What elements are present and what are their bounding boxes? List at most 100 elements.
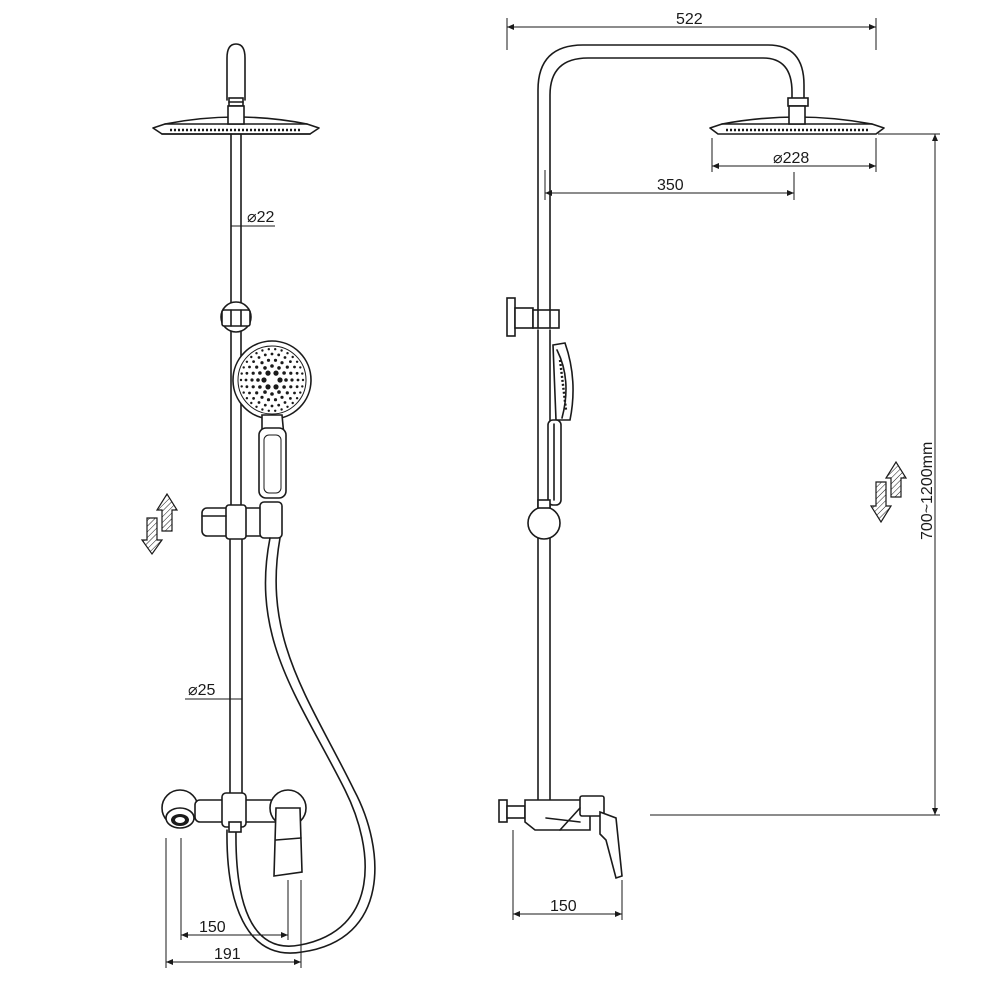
nozzle-dot bbox=[283, 401, 287, 404]
nozzle-dot bbox=[252, 397, 256, 400]
nozzle-dot bbox=[248, 391, 251, 395]
nozzle-dot bbox=[266, 358, 271, 362]
nozzle-dot bbox=[295, 397, 299, 400]
side-view: 522 ⌀228 350 bbox=[498, 11, 940, 920]
nozzle-dot bbox=[289, 360, 292, 363]
nozzle-dot bbox=[257, 356, 261, 359]
hand-shower-front bbox=[232, 340, 312, 499]
nozzle-dot bbox=[266, 398, 271, 402]
rain-head-side bbox=[709, 105, 885, 135]
nozzle-dot bbox=[301, 385, 304, 388]
nozzle-dot bbox=[244, 378, 248, 382]
nozzle-dot bbox=[280, 395, 284, 399]
nozzle-dot bbox=[273, 358, 278, 362]
mixer-side bbox=[498, 795, 623, 880]
nozzle-dot bbox=[242, 366, 245, 369]
nozzle-dot bbox=[270, 364, 274, 368]
nozzle-dot bbox=[245, 371, 249, 375]
dim-head-diameter: ⌀228 bbox=[711, 138, 877, 172]
head-diameter-label: ⌀228 bbox=[773, 150, 809, 167]
rail-front bbox=[229, 133, 243, 801]
nozzle-dot bbox=[255, 405, 258, 408]
nozzle-dot bbox=[255, 352, 258, 355]
nozzle-dot bbox=[274, 409, 277, 412]
nozzle-dot bbox=[270, 404, 274, 408]
nozzle-dot bbox=[277, 366, 281, 370]
rain-head-front bbox=[152, 105, 320, 135]
nozzle-dot bbox=[250, 355, 253, 359]
nozzle-dot bbox=[289, 385, 293, 389]
nozzle-dot bbox=[295, 385, 299, 389]
nozzle-dot bbox=[261, 377, 267, 383]
dim-rail-bottom: ⌀25 bbox=[185, 682, 242, 700]
nozzle-dot bbox=[293, 391, 296, 395]
nozzle-dot bbox=[273, 370, 279, 376]
nozzle-dot bbox=[286, 352, 289, 355]
nozzle-dot bbox=[263, 403, 267, 407]
nozzle-dot bbox=[296, 378, 300, 382]
nozzle-dot bbox=[239, 378, 243, 382]
nozzle-dot bbox=[258, 385, 262, 389]
nozzle-dot bbox=[240, 385, 243, 388]
nozzle-dot bbox=[242, 391, 245, 394]
nozzle-dot bbox=[285, 365, 289, 369]
nozzle-dot bbox=[260, 395, 264, 399]
nozzle-dot bbox=[251, 385, 255, 389]
hand-shower-side bbox=[547, 342, 574, 506]
nozzle-dot bbox=[277, 390, 281, 394]
height-range-label: 700~1200mm bbox=[919, 442, 936, 540]
nozzle-dot bbox=[261, 408, 264, 411]
nozzle-dot bbox=[250, 378, 254, 382]
nozzle-dot bbox=[299, 391, 302, 394]
nozzle-dot bbox=[256, 378, 260, 382]
nozzle-dot bbox=[250, 401, 253, 405]
nozzle-dot bbox=[273, 398, 278, 402]
overall-width-label: 522 bbox=[676, 11, 703, 28]
adjust-arrows-icon bbox=[140, 492, 179, 556]
nozzle-dot bbox=[277, 377, 283, 383]
adjust-arrows-icon bbox=[869, 460, 908, 524]
slider-side bbox=[527, 499, 561, 540]
nozzle-dot bbox=[286, 405, 289, 408]
rail-bottom-diameter-label: ⌀25 bbox=[188, 682, 216, 699]
nozzle-dot bbox=[245, 397, 249, 400]
mixer-front bbox=[161, 789, 307, 877]
nozzle-dot bbox=[257, 401, 261, 404]
nozzle-dot bbox=[263, 353, 267, 357]
nozzle-dot bbox=[301, 372, 304, 375]
dim-side-depth: 150 bbox=[512, 830, 623, 920]
nozzle-dot bbox=[277, 353, 281, 357]
wall-bracket-side bbox=[506, 297, 560, 337]
nozzle-dot bbox=[261, 349, 264, 352]
nozzle-dot bbox=[260, 361, 264, 365]
nozzle-dot bbox=[282, 385, 286, 389]
nozzle-dot bbox=[251, 371, 255, 375]
nozzle-dot bbox=[267, 348, 270, 351]
rail-bracket-front bbox=[220, 301, 252, 333]
nozzle-dot bbox=[263, 366, 267, 370]
shower-arm-stub bbox=[226, 43, 246, 101]
nozzle-dot bbox=[280, 408, 283, 411]
nozzle-dot bbox=[273, 384, 279, 390]
nozzle-dot bbox=[295, 371, 299, 375]
dim-front-bottom: 150 191 bbox=[165, 838, 302, 968]
nozzle-dot bbox=[291, 355, 294, 359]
nozzle-dot bbox=[285, 391, 289, 395]
slider-front bbox=[201, 501, 283, 540]
nozzle-dot bbox=[255, 365, 259, 369]
nozzle-dot bbox=[293, 365, 296, 369]
dim-arm-reach: 350 bbox=[544, 170, 795, 200]
curved-arm-inner bbox=[549, 57, 793, 311]
hose-front bbox=[235, 537, 366, 947]
nozzle-dot bbox=[265, 384, 271, 390]
nozzle-dot bbox=[280, 349, 283, 352]
nozzle-dot bbox=[267, 409, 270, 412]
front-view: ⌀22 bbox=[140, 43, 376, 968]
nozzle-dot bbox=[282, 371, 286, 375]
nozzle-dot bbox=[240, 372, 243, 375]
nozzle-dot bbox=[248, 365, 251, 369]
nozzle-dot bbox=[277, 403, 281, 407]
nozzle-dot bbox=[280, 361, 284, 365]
